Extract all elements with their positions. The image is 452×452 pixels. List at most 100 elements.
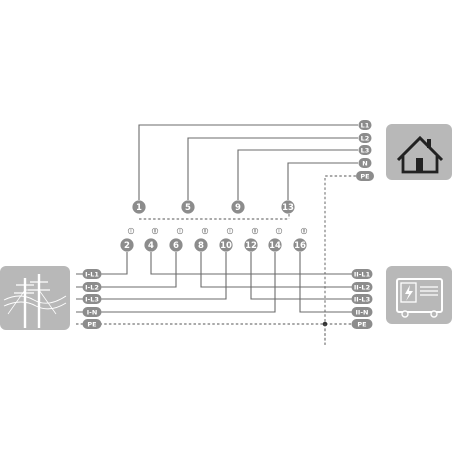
house-label-5-text: PE — [360, 172, 369, 180]
generator-label-2-shape — [351, 282, 373, 292]
terminal-9-text: 9 — [235, 203, 241, 213]
house-label-4-shape — [358, 158, 372, 168]
generator-label-1: II-L1 — [351, 269, 373, 279]
grid-label-4: I-N — [82, 307, 102, 317]
terminal-12: 12 — [244, 238, 258, 252]
terminal-2-shape — [120, 238, 134, 252]
terminal-10-shape — [219, 238, 233, 252]
generator-label-3-text: II-L3 — [354, 295, 370, 303]
terminal-5: 5 — [181, 200, 195, 214]
terminal-4-text: 4 — [148, 241, 154, 251]
house-label-1: L1 — [358, 120, 372, 130]
grid-label-2-text: I-L2 — [85, 283, 99, 291]
house-label-4: N — [358, 158, 372, 168]
terminal-13: 13 — [281, 200, 295, 214]
switch-position-label: II — [154, 228, 156, 233]
wire-house-4 — [287, 162, 358, 200]
terminal-4: 4 — [144, 238, 158, 252]
terminal-13-text: 13 — [282, 203, 294, 213]
generator-label-4-shape — [351, 307, 373, 317]
generator-label-4-text: II-N — [356, 308, 369, 316]
switch-position-label: II — [254, 228, 256, 233]
grid-label-5: PE — [82, 319, 102, 329]
switch-position-label: I — [278, 228, 279, 233]
terminal-6-shape — [169, 238, 183, 252]
switch-position-label: II — [303, 228, 305, 233]
generator-box — [386, 266, 452, 324]
switch-position-label: I — [229, 228, 230, 233]
generator-label-5-text: PE — [357, 320, 366, 328]
generator-icon — [396, 278, 443, 318]
generator-label-3-shape — [351, 294, 373, 304]
generator-label-4: II-N — [351, 307, 373, 317]
grid-label-1-text: I-L1 — [85, 270, 99, 278]
house-label-5-shape — [356, 171, 374, 181]
generator-label-3: II-L3 — [351, 294, 373, 304]
terminal-1-shape — [132, 200, 146, 214]
house-label-2: L2 — [358, 133, 372, 143]
grid-label-4-text: I-N — [87, 308, 98, 316]
terminal-1: 1 — [132, 200, 146, 214]
terminal-10: 10 — [219, 238, 233, 252]
terminal-8-text: 8 — [198, 241, 204, 251]
house-label-2-shape — [358, 133, 372, 143]
terminal-16-shape — [293, 238, 307, 252]
grid-label-2: I-L2 — [82, 282, 102, 292]
wire-grid-4 — [76, 252, 276, 313]
terminal-8-shape — [194, 238, 208, 252]
wire-house-3 — [237, 149, 358, 200]
house-label-1-shape — [358, 120, 372, 130]
house-label-1-text: L1 — [361, 121, 370, 129]
house-label-3: L3 — [358, 145, 372, 155]
grid-box — [0, 266, 70, 330]
house-label-3-text: L3 — [361, 146, 370, 154]
grid-label-2-shape — [82, 282, 102, 292]
switch-position-marker — [226, 227, 234, 235]
wires — [76, 124, 360, 345]
house-label-4-text: N — [362, 159, 367, 167]
wire-house-1 — [138, 124, 358, 200]
switch-position-marker — [176, 227, 184, 235]
wire-gen-2 — [200, 252, 360, 288]
grid-label-1-shape — [82, 269, 102, 279]
grid-label-4-shape — [82, 307, 102, 317]
switch-position-marker — [151, 227, 159, 235]
terminal-14-shape — [268, 238, 282, 252]
generator-label-2-text: II-L2 — [354, 283, 370, 291]
terminal-14: 14 — [268, 238, 282, 252]
generator-label-2: II-L2 — [351, 282, 373, 292]
terminal-14-text: 14 — [269, 241, 281, 251]
terminal-12-text: 12 — [245, 241, 257, 251]
generator-label-1-text: II-L1 — [354, 270, 371, 278]
grid-label-3: I-L3 — [82, 294, 102, 304]
wire-gen-1 — [150, 252, 360, 275]
terminal-4-shape — [144, 238, 158, 252]
switch-position-marker — [275, 227, 283, 235]
house-label-3-shape — [358, 145, 372, 155]
grid-label-1: I-L1 — [82, 269, 102, 279]
terminal-1-text: 1 — [136, 203, 142, 213]
grid-label-3-shape — [82, 294, 102, 304]
switch-position-label: I — [179, 228, 180, 233]
grid-label-5-text: PE — [87, 320, 96, 328]
wire-grid-1 — [76, 252, 128, 275]
wire-house-pe — [324, 175, 358, 345]
switch-position-marker — [300, 227, 308, 235]
house-label-5: PE — [356, 171, 374, 181]
generator-label-1-shape — [351, 269, 373, 279]
terminal-6: 6 — [169, 238, 183, 252]
switch-position-marker — [201, 227, 209, 235]
terminal-13-shape — [281, 200, 295, 214]
power-pylon-icon — [3, 274, 67, 328]
terminal-16: 16 — [293, 238, 307, 252]
switch-position-label: I — [130, 228, 131, 233]
wire-grid-3 — [76, 252, 227, 300]
wire-gen-3 — [250, 252, 360, 300]
generator-label-5: PE — [351, 319, 373, 329]
terminal-6-text: 6 — [173, 241, 179, 251]
terminal-5-shape — [181, 200, 195, 214]
